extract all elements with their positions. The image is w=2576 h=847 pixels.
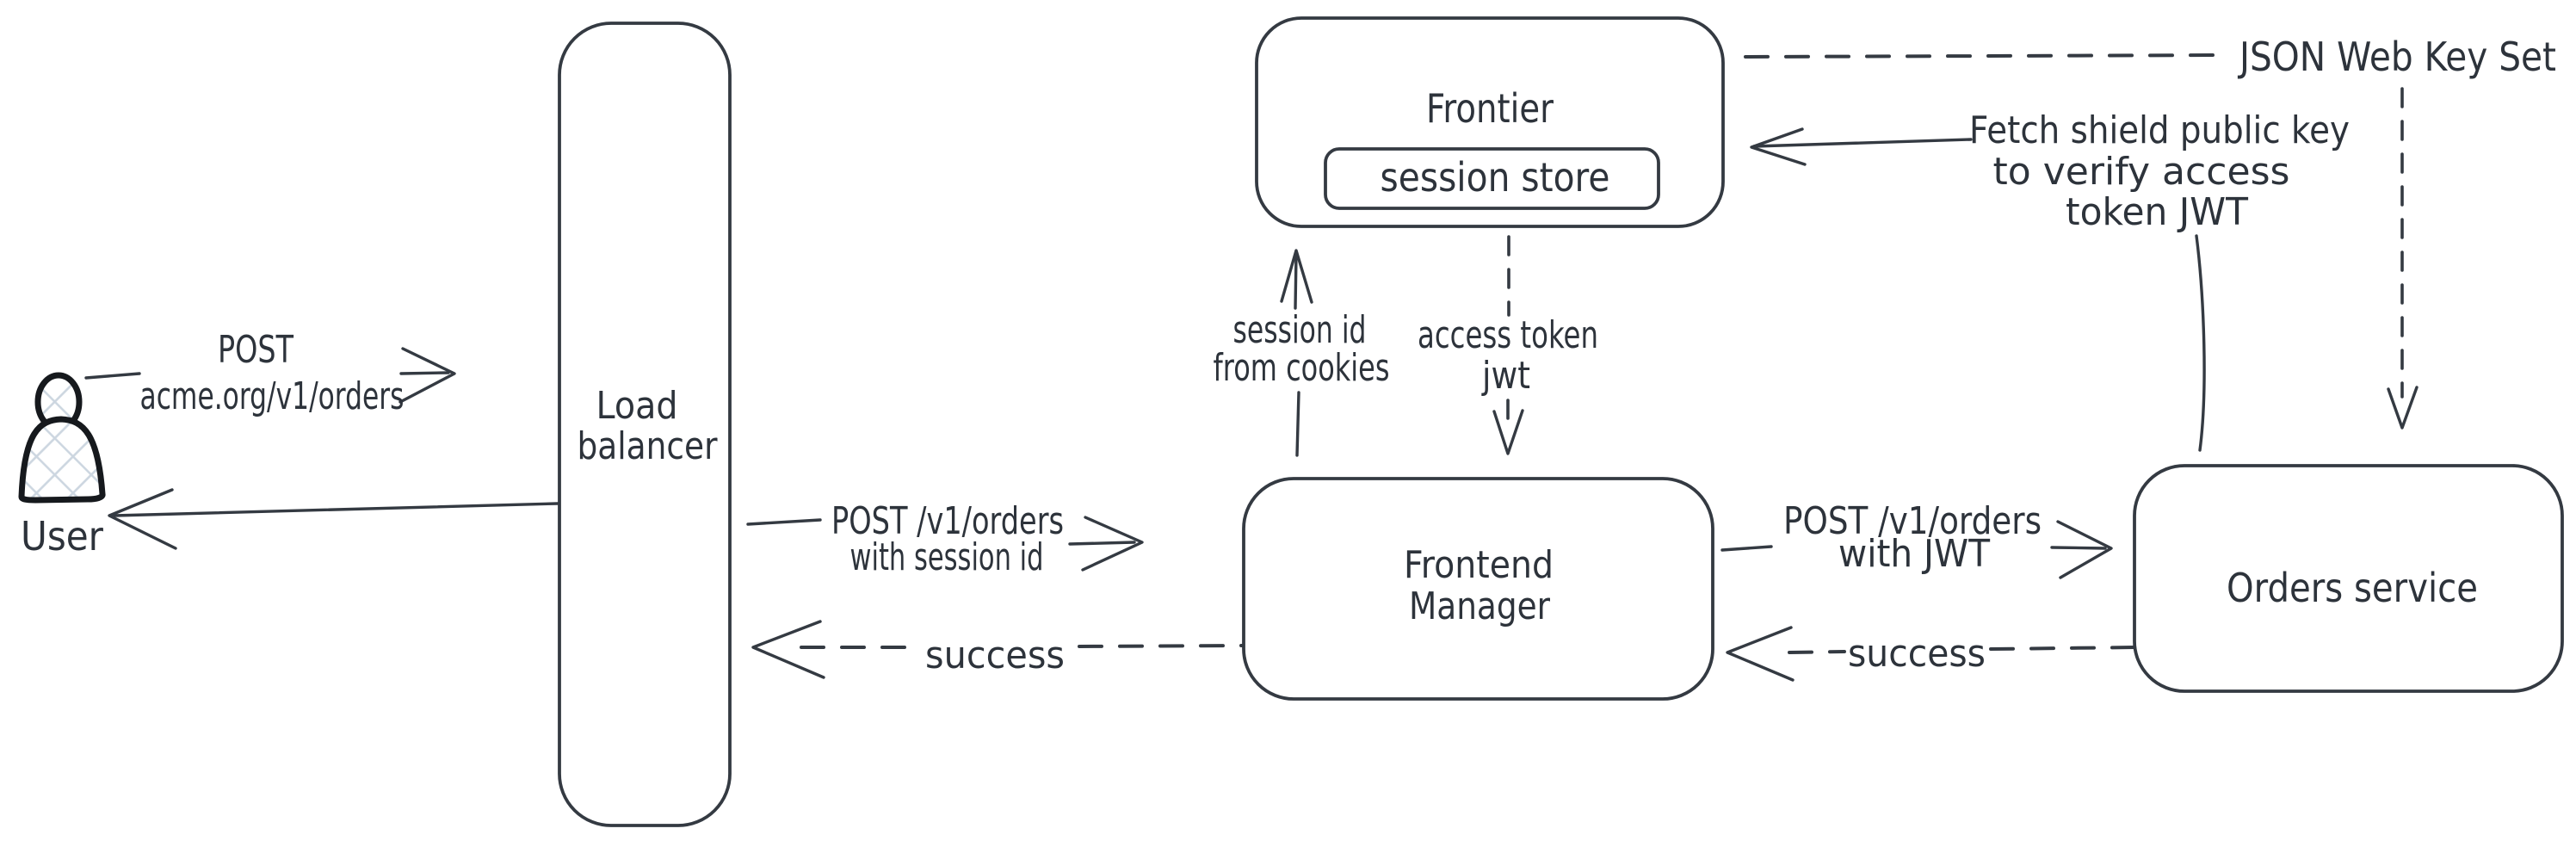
session-store-label: session store	[1381, 154, 1610, 201]
arrow-shaft-line[interactable]	[1294, 253, 1298, 310]
edge-label-success: success	[925, 634, 1065, 677]
arrow-user-to-load-balancer[interactable]: POST acme.org/v1/orders	[84, 328, 456, 418]
arrow-load-balancer-to-frontend-manager[interactable]: POST /v1/orders with session id	[746, 499, 1144, 579]
edge-label-line1: Fetch shield public key	[1969, 108, 2350, 152]
arrow-curve-line[interactable]	[2195, 234, 2206, 452]
orders-service-node[interactable]: Orders service	[2133, 464, 2564, 693]
edge-label-line1: POST /v1/orders	[1783, 499, 2042, 543]
arrow-shaft-line[interactable]	[1295, 391, 1300, 457]
arrow-frontend-manager-to-orders-service[interactable]: POST /v1/orders with JWT	[1720, 499, 2113, 579]
arrow-load-balancer-to-user[interactable]	[108, 488, 559, 550]
load-balancer-node[interactable]: Load balancer	[558, 22, 732, 827]
arrowhead-right-icon[interactable]	[398, 347, 456, 404]
arrow-shaft-line[interactable]	[1752, 138, 1973, 148]
arrowhead-down-icon[interactable]	[1492, 409, 1524, 455]
load-balancer-box[interactable]	[558, 22, 732, 827]
frontend-manager-node[interactable]: Frontend Manager	[1242, 477, 1714, 701]
frontend-manager-label-line1: Frontend	[1404, 543, 1554, 587]
dashed-line-segment[interactable]	[1744, 53, 2227, 59]
edge-label-line1: POST /v1/orders	[831, 499, 1064, 543]
frontend-manager-label-line2: Manager	[1409, 584, 1551, 628]
arrow-tail-line[interactable]	[84, 372, 141, 380]
arrowhead-up-icon[interactable]	[1280, 249, 1313, 304]
arrow-shaft-line[interactable]	[1068, 541, 1136, 546]
arrow-shaft-line[interactable]	[113, 502, 559, 517]
edge-label-line1: access token	[1418, 313, 1598, 357]
arrowhead-right-icon[interactable]	[2056, 520, 2113, 579]
arrow-shaft-line[interactable]	[399, 371, 450, 375]
edge-label-line2: to verify access	[1993, 150, 2290, 194]
user-label: User	[21, 513, 103, 560]
arrowhead-down-icon[interactable]	[2387, 386, 2418, 430]
arrow-tail-line[interactable]	[1720, 545, 1773, 552]
session-store-box[interactable]	[1324, 147, 1660, 210]
dashed-line-segment[interactable]	[1989, 646, 2137, 651]
edge-label-line2: jwt	[1481, 354, 1530, 398]
edge-label-line2: from cookies	[1214, 346, 1390, 390]
arrow-orders-service-to-frontend-manager-success[interactable]: success	[1726, 626, 2137, 682]
user-node[interactable]: User	[18, 372, 106, 560]
load-balancer-label-line2: balancer	[578, 424, 719, 468]
edge-label-line2: with session id	[850, 535, 1044, 579]
orders-service-box[interactable]	[2133, 464, 2564, 693]
edge-label-line1: session id	[1233, 308, 1367, 352]
edge-label-line2: acme.org/v1/orders	[140, 374, 405, 418]
jwks-annotation[interactable]: JSON Web Key Set	[1744, 34, 2556, 430]
edge-label-line3: token JWT	[2066, 190, 2248, 234]
edge-label-line1: POST	[218, 328, 293, 372]
arrow-tail-line[interactable]	[746, 518, 822, 526]
edge-label-line2: with JWT	[1838, 532, 1990, 576]
arrow-orders-service-to-frontier[interactable]: Fetch shield public key to verify access…	[1750, 108, 2350, 452]
load-balancer-label-line1: Load	[596, 384, 678, 428]
arrowhead-left-icon[interactable]	[1726, 626, 1795, 682]
arrow-frontend-manager-to-frontier[interactable]: session id from cookies	[1214, 249, 1390, 457]
arrowhead-left-icon[interactable]	[108, 488, 177, 550]
orders-service-label: Orders service	[2227, 565, 2478, 611]
arrowhead-right-icon[interactable]	[1081, 516, 1144, 572]
user-body-icon[interactable]	[18, 416, 106, 504]
arrow-shaft-line[interactable]	[2050, 546, 2107, 550]
jwks-label: JSON Web Key Set	[2237, 34, 2556, 80]
frontier-label: Frontier	[1426, 85, 1554, 132]
edge-label-success: success	[1848, 632, 1986, 676]
frontier-node[interactable]: Frontier session store	[1255, 16, 1725, 228]
arrowhead-left-icon[interactable]	[751, 620, 825, 679]
arrowhead-left-icon[interactable]	[1750, 127, 1807, 166]
arrow-frontend-manager-to-load-balancer-success[interactable]: success	[751, 620, 1247, 679]
arrow-frontier-to-frontend-manager[interactable]: access token jwt	[1418, 235, 1598, 455]
frontend-manager-box[interactable]	[1242, 477, 1714, 701]
